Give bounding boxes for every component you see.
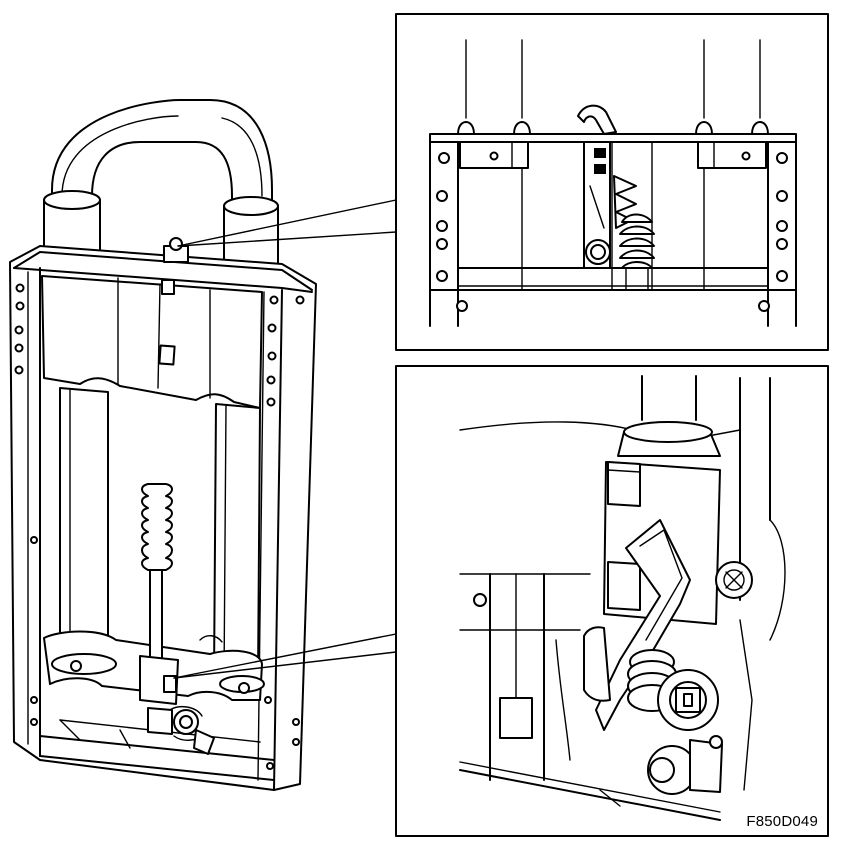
detail-bottom [395,365,829,837]
bottom-mechanism [59,635,223,755]
top-pin [163,237,189,263]
figure-code: F850D049 [746,813,818,830]
left-rail-holes [14,283,38,726]
right-rail-holes [264,295,305,770]
upper-housing [41,275,263,409]
bellows-spring [141,483,173,661]
callout-leaders [173,199,397,679]
carry-handle [43,99,279,269]
guide-columns [59,387,261,683]
main-assembly [9,99,317,791]
detail-top [395,13,829,351]
